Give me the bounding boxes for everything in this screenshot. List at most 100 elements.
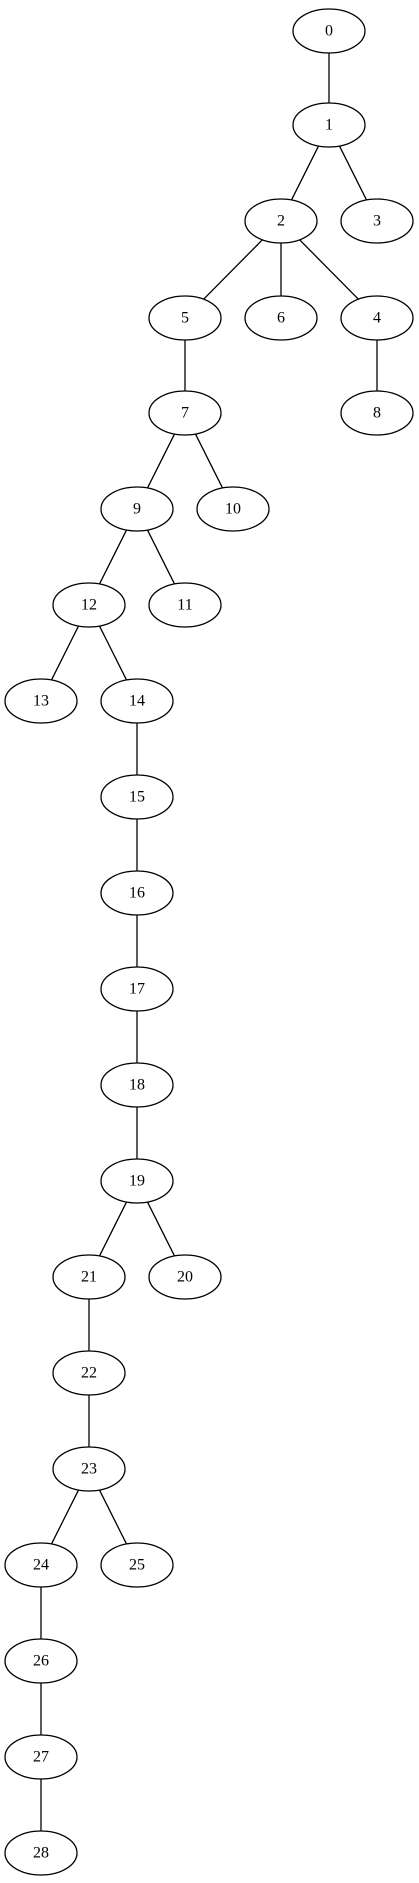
node-label: 28 <box>33 1845 49 1862</box>
edge-23-25 <box>98 1489 128 1545</box>
node-ellipse <box>244 295 318 341</box>
node-label: 1 <box>325 117 333 134</box>
node-label: 9 <box>133 501 141 518</box>
node-12: 12 <box>52 582 126 628</box>
node-ellipse <box>292 8 366 54</box>
node-label: 11 <box>177 597 192 614</box>
edge-layer <box>40 53 378 1831</box>
node-15: 15 <box>100 774 174 820</box>
edge-9-11 <box>146 529 176 585</box>
node-ellipse <box>100 870 174 916</box>
node-label: 3 <box>373 213 381 230</box>
edge-7-9 <box>146 433 176 489</box>
node-label: 19 <box>129 1173 145 1190</box>
node-4: 4 <box>340 295 414 341</box>
node-ellipse <box>148 1254 222 1300</box>
node-8: 8 <box>340 390 414 436</box>
node-9: 9 <box>100 486 174 532</box>
node-21: 21 <box>52 1254 126 1300</box>
node-label: 8 <box>373 405 381 422</box>
node-ellipse <box>100 678 174 724</box>
node-label: 5 <box>181 310 189 327</box>
node-ellipse <box>100 966 174 1012</box>
node-label: 27 <box>33 1749 49 1766</box>
node-ellipse <box>244 198 318 244</box>
edge-7-10 <box>194 433 224 489</box>
node-24: 24 <box>4 1542 78 1588</box>
node-ellipse <box>4 1830 78 1876</box>
edge-19-21 <box>98 1201 128 1257</box>
edge-2-4 <box>299 239 359 300</box>
node-label: 18 <box>129 1077 145 1094</box>
node-label: 17 <box>129 981 145 998</box>
node-14: 14 <box>100 678 174 724</box>
node-ellipse <box>148 390 222 436</box>
edge-19-20 <box>146 1201 176 1257</box>
edge-9-12 <box>98 529 128 585</box>
node-20: 20 <box>148 1254 222 1300</box>
node-10: 10 <box>196 486 270 532</box>
node-ellipse <box>100 1062 174 1108</box>
node-label: 26 <box>33 1653 49 1670</box>
node-label: 13 <box>33 693 49 710</box>
node-ellipse <box>340 390 414 436</box>
node-ellipse <box>100 1158 174 1204</box>
node-label: 16 <box>129 885 145 902</box>
node-label: 7 <box>181 405 189 422</box>
node-label: 6 <box>277 310 285 327</box>
node-label: 23 <box>81 1461 97 1478</box>
node-11: 11 <box>148 582 222 628</box>
node-label: 22 <box>81 1365 97 1382</box>
node-label: 4 <box>373 310 381 327</box>
edge-1-3 <box>338 145 368 201</box>
node-19: 19 <box>100 1158 174 1204</box>
node-ellipse <box>4 1734 78 1780</box>
node-ellipse <box>100 774 174 820</box>
edge-23-24 <box>50 1489 80 1545</box>
node-label: 15 <box>129 789 145 806</box>
node-ellipse <box>4 678 78 724</box>
node-ellipse <box>4 1542 78 1588</box>
node-3: 3 <box>340 198 414 244</box>
node-ellipse <box>52 1446 126 1492</box>
edge-12-14 <box>98 625 128 681</box>
edge-2-5 <box>203 239 263 300</box>
node-18: 18 <box>100 1062 174 1108</box>
node-17: 17 <box>100 966 174 1012</box>
node-label: 14 <box>129 693 145 710</box>
node-6: 6 <box>244 295 318 341</box>
node-ellipse <box>52 582 126 628</box>
node-27: 27 <box>4 1734 78 1780</box>
node-5: 5 <box>148 295 222 341</box>
node-label: 10 <box>225 501 241 518</box>
node-1: 1 <box>292 102 366 148</box>
node-ellipse <box>292 102 366 148</box>
node-label: 25 <box>129 1557 145 1574</box>
node-label: 2 <box>277 213 285 230</box>
node-label: 21 <box>81 1269 97 1286</box>
node-25: 25 <box>100 1542 174 1588</box>
node-label: 24 <box>33 1557 49 1574</box>
edge-12-13 <box>50 625 80 681</box>
node-28: 28 <box>4 1830 78 1876</box>
node-23: 23 <box>52 1446 126 1492</box>
node-ellipse <box>148 295 222 341</box>
node-ellipse <box>196 486 270 532</box>
node-0: 0 <box>292 8 366 54</box>
node-label: 0 <box>325 23 333 40</box>
edge-1-2 <box>290 145 320 201</box>
node-label: 20 <box>177 1269 193 1286</box>
node-ellipse <box>52 1254 126 1300</box>
node-16: 16 <box>100 870 174 916</box>
node-ellipse <box>148 582 222 628</box>
node-ellipse <box>4 1638 78 1684</box>
node-22: 22 <box>52 1350 126 1396</box>
node-ellipse <box>340 295 414 341</box>
node-2: 2 <box>244 198 318 244</box>
node-ellipse <box>340 198 414 244</box>
node-ellipse <box>52 1350 126 1396</box>
node-ellipse <box>100 1542 174 1588</box>
node-26: 26 <box>4 1638 78 1684</box>
